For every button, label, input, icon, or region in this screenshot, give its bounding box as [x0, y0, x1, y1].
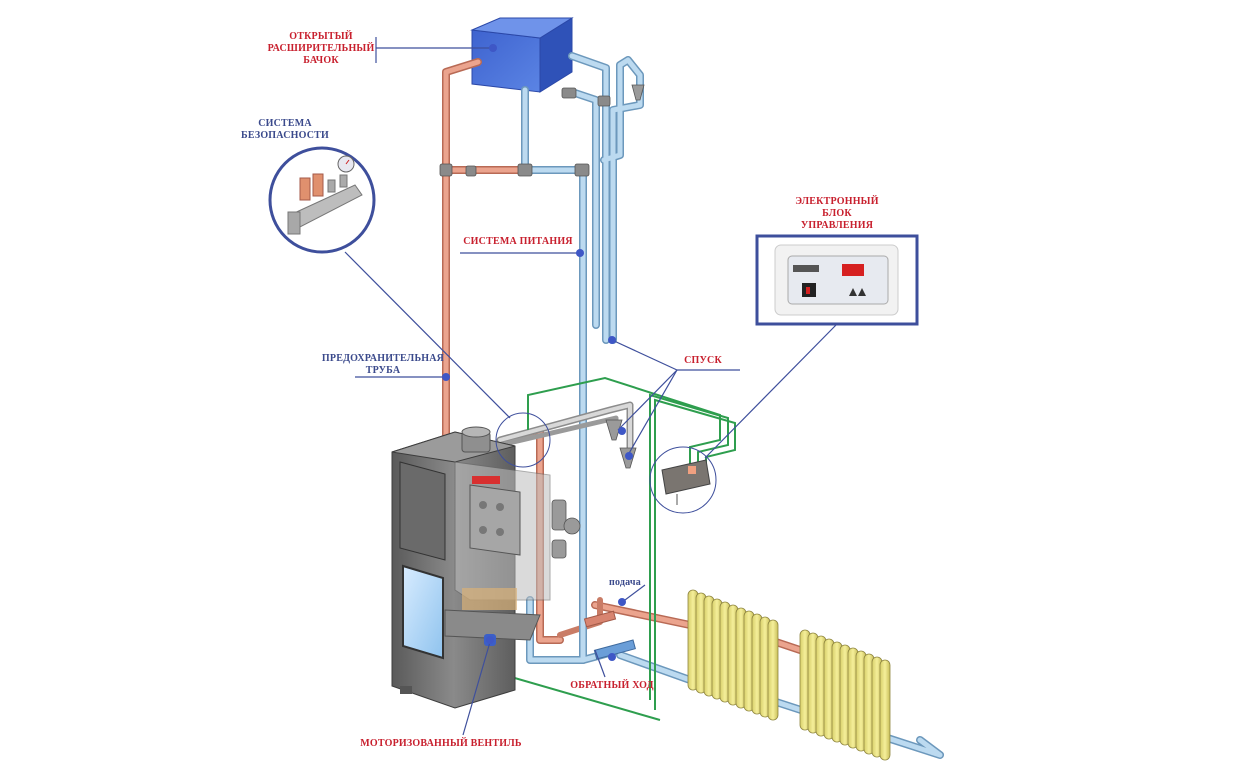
label-safety-pipe: ПРЕДОХРАНИТЕЛЬНАЯ ТРУБА — [318, 353, 448, 377]
label-line: ТРУБА — [365, 365, 401, 376]
radiator-section — [879, 659, 891, 761]
label-expansion-tank: ОТКРЫТЫЙ РАСШИРИТЕЛЬНЫЙ БАЧОК — [262, 31, 380, 67]
label-control-unit: ЭЛЕКТРОННЫЙ БЛОК УПРАВЛЕНИЯ — [778, 196, 896, 232]
label-line: ОТКРЫТЫЙ — [289, 31, 353, 42]
return-pipes — [496, 52, 944, 759]
circulation-pump — [551, 499, 581, 559]
manifolds — [583, 610, 636, 660]
label-line: БЕЗОПАСНОСТИ — [241, 130, 329, 141]
safety-system-callout-circle — [495, 412, 551, 468]
fireplace-boiler — [391, 426, 551, 709]
pipe-fittings — [439, 87, 611, 177]
leader-lines — [344, 37, 838, 736]
radiator-2 — [799, 629, 891, 761]
label-line: ЭЛЕКТРОННЫЙ — [795, 196, 879, 207]
label-safety-system: СИСТЕМА БЕЗОПАСНОСТИ — [240, 118, 330, 142]
label-flow: подача — [609, 577, 641, 588]
label-line: БЛОК — [822, 208, 852, 219]
radiator-1 — [687, 589, 779, 721]
label-line: РАСШИРИТЕЛЬНЫЙ — [267, 43, 375, 54]
controller-callout — [649, 446, 717, 514]
label-return: ОБРАТНЫЙ ХОД — [570, 680, 654, 691]
label-line: УПРАВЛЕНИЯ — [800, 220, 874, 231]
radiator-section — [767, 619, 779, 721]
label-motorized-valve: МОТОРИЗОВАННЫЙ ВЕНТИЛЬ — [360, 738, 522, 749]
expansion-tank — [470, 17, 574, 93]
label-line: СИСТЕМА — [258, 118, 312, 129]
label-line: БАЧОК — [303, 55, 339, 66]
safety-system-inset — [268, 146, 376, 254]
control-unit-inset — [755, 234, 919, 326]
electric-wiring — [486, 376, 736, 721]
leader-dots — [442, 44, 633, 661]
label-drain: СПУСК — [684, 355, 722, 366]
label-supply-system: СИСТЕМА ПИТАНИЯ — [463, 236, 573, 247]
label-line: ПРЕДОХРАНИТЕЛЬНАЯ — [321, 353, 445, 364]
